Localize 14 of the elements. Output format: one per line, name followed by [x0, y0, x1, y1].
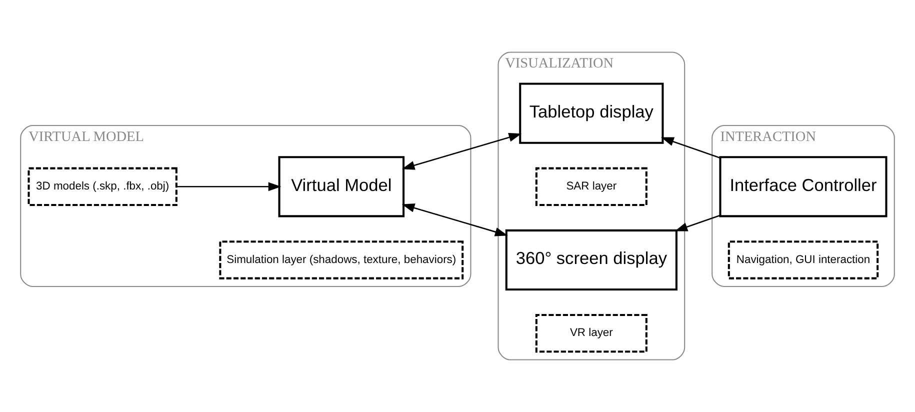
- node-box: Navigation, GUI interaction: [728, 240, 879, 280]
- node-box: SAR layer: [535, 167, 648, 206]
- node-box: Tabletop display: [519, 82, 664, 144]
- node-box: VR layer: [535, 314, 648, 353]
- arrow: [402, 204, 508, 236]
- node-box: Virtual Model: [278, 156, 405, 218]
- node-box: 3D models (.skp, .fbx, .obj): [28, 167, 178, 206]
- node-box: Simulation layer (shadows, texture, behaviors): [219, 240, 464, 280]
- node-box: Interface Controller: [719, 156, 888, 218]
- arrow: [674, 214, 720, 232]
- arrow: [660, 137, 720, 159]
- arrow: [402, 132, 522, 170]
- node-box: 360° screen display: [505, 229, 678, 291]
- arrow: [176, 182, 282, 192]
